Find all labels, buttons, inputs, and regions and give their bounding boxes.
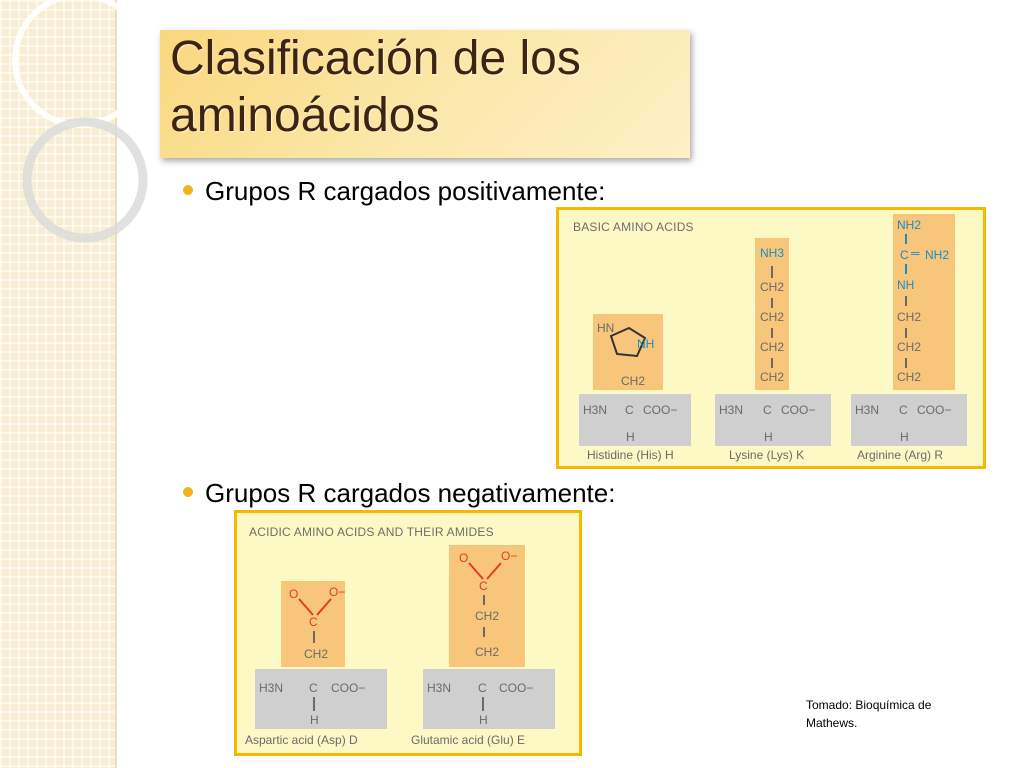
asp-coo-label: COO−	[331, 681, 366, 695]
glu-ch2-label: CH2	[475, 645, 500, 659]
lys-bond	[771, 298, 773, 308]
his-h-label: H	[626, 430, 635, 444]
lys-h3n-label: H3N	[719, 403, 744, 417]
glutamate-r-group	[449, 545, 525, 667]
glu-h3n-label: H3N	[427, 681, 452, 695]
imidazole-ring-icon	[609, 326, 647, 358]
basic-panel-heading: BASIC AMINO ACIDS	[573, 220, 694, 234]
slide-title: Clasificación de los aminoácidos	[170, 32, 581, 142]
glutamate-caption: Glutamic acid (Glu) E	[411, 733, 526, 747]
lys-c-label: C	[763, 403, 772, 417]
his-ch2-label: CH2	[621, 374, 646, 388]
his-coo-label: COO−	[643, 403, 678, 417]
asp-bond	[313, 697, 315, 711]
acidic-amino-acids-figure: ACIDIC AMINO ACIDS AND THEIR AMIDES O O−…	[234, 510, 582, 756]
lys-ch2-label: CH2	[760, 370, 785, 384]
arg-bond	[905, 264, 907, 274]
decorative-rings	[12, 0, 148, 243]
asp-h3n-label: H3N	[259, 681, 284, 695]
asp-ch2-label: CH2	[304, 647, 329, 661]
glu-o-minus-label: O−	[501, 549, 518, 563]
arg-nh2-plus-label: NH2	[925, 248, 950, 262]
aspartate-r-group	[281, 581, 345, 667]
glu-carboxyl-bonds	[468, 562, 502, 580]
glu-c-label: C	[479, 579, 488, 593]
lysine-caption: Lysine (Lys) K	[729, 448, 805, 462]
histidine-caption: Histidine (His) H	[587, 448, 674, 462]
arg-nh2-label: NH2	[897, 218, 922, 232]
acidic-panel-heading: ACIDIC AMINO ACIDS AND THEIR AMIDES	[249, 525, 494, 539]
glu-h-label: H	[479, 713, 488, 727]
glutamate-backbone	[423, 669, 555, 729]
arg-coo-label: COO−	[917, 403, 952, 417]
arg-bond	[905, 328, 907, 338]
asp-h-label: H	[310, 713, 319, 727]
glu-bond	[483, 595, 485, 605]
arg-h3n-label: H3N	[855, 403, 880, 417]
lys-coo-label: COO−	[781, 403, 816, 417]
lys-bond	[771, 328, 773, 338]
his-h3n-label: H3N	[583, 403, 608, 417]
asp-c-label: C	[309, 615, 318, 629]
bullet-negative-text: Grupos R cargados negativamente:	[205, 478, 616, 508]
glu-bond	[482, 697, 484, 711]
aspartate-caption: Aspartic acid (Asp) D	[245, 733, 358, 747]
bullet-negative: Grupos R cargados negativamente:	[183, 478, 615, 509]
bullet-dot-icon	[183, 487, 193, 498]
arg-ch2-label: CH2	[897, 310, 922, 324]
lys-bond	[771, 358, 773, 368]
asp-carboxyl-bonds	[298, 598, 332, 616]
lys-bond	[771, 266, 773, 278]
arginine-backbone	[851, 394, 967, 446]
glu-coo-label: COO−	[499, 681, 534, 695]
asp-o-label: O	[289, 587, 299, 601]
lysine-backbone	[715, 394, 831, 446]
arg-bond	[905, 358, 907, 368]
arginine-caption: Arginine (Arg) R	[857, 448, 944, 462]
histidine-backbone	[579, 394, 691, 446]
title-box	[160, 30, 690, 158]
arg-bond	[905, 234, 907, 244]
asp-bond	[313, 631, 315, 643]
arg-c-label: C	[900, 248, 909, 262]
arg-nh-label: NH	[897, 278, 915, 292]
his-c-label: C	[625, 403, 634, 417]
arg-ch2-label: CH2	[897, 370, 922, 384]
glu-bond	[483, 627, 485, 637]
his-nh-label: NH	[637, 337, 655, 351]
lys-ch2-label: CH2	[760, 280, 785, 294]
his-hn-label: HN	[597, 321, 615, 335]
basic-amino-acids-figure: BASIC AMINO ACIDS HN NH CH2 H3N C COO− H…	[556, 207, 986, 469]
source-credit: Tomado: Bioquímica de Mathews.	[806, 698, 932, 730]
bullet-dot-icon	[183, 185, 193, 196]
glu-c-backbone-label: C	[478, 681, 487, 695]
aspartate-backbone	[255, 669, 387, 729]
arg-ch2-label: CH2	[897, 340, 922, 354]
bullet-positive: Grupos R cargados positivamente:	[183, 176, 605, 207]
arg-bond	[905, 296, 907, 306]
glu-o-label: O	[459, 551, 469, 565]
lys-ch2-label: CH2	[760, 310, 785, 324]
glu-ch2-label: CH2	[475, 609, 500, 623]
arginine-r-group	[893, 214, 955, 390]
asp-c-backbone-label: C	[309, 681, 318, 695]
arg-c-backbone-label: C	[899, 403, 908, 417]
lys-ch2-label: CH2	[760, 340, 785, 354]
bullet-positive-text: Grupos R cargados positivamente:	[205, 176, 606, 206]
lys-nh3-label: NH3	[760, 246, 785, 260]
arg-double-bond: ═	[911, 246, 920, 260]
lys-h-label: H	[764, 430, 773, 444]
asp-o-minus-label: O−	[329, 585, 346, 599]
histidine-r-group	[593, 314, 663, 390]
arg-h-label: H	[900, 430, 909, 444]
